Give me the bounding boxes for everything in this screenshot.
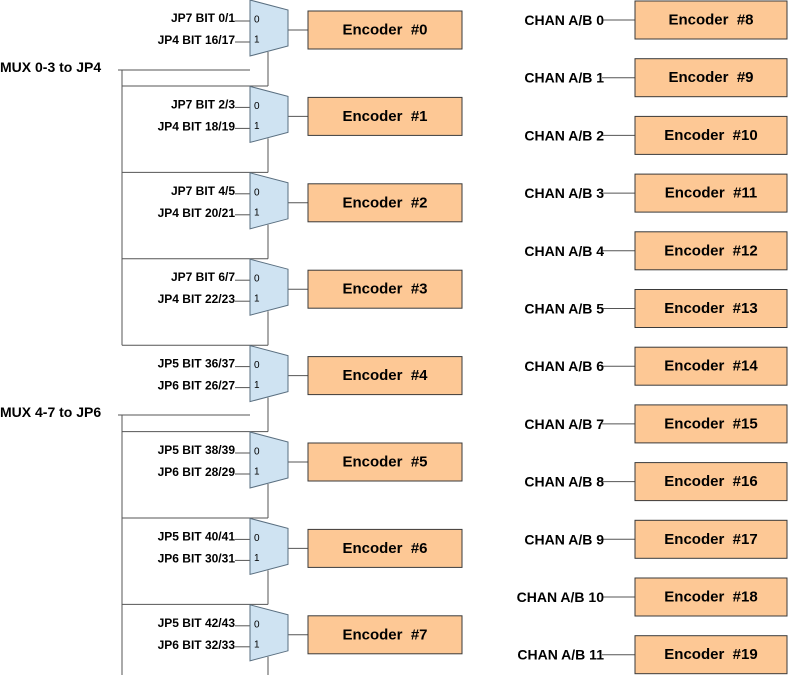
encoder-box <box>634 577 788 617</box>
channel-label: CHAN A/B 4 <box>524 243 604 259</box>
mux-input-label-1: JP6 BIT 26/27 <box>158 379 236 393</box>
encoder-box <box>307 96 463 136</box>
encoder-box <box>634 58 788 98</box>
mux-symbol <box>249 85 289 144</box>
mux-symbol <box>249 604 289 662</box>
mux-symbol <box>249 517 289 576</box>
encoder-box <box>634 231 788 271</box>
mux-pin-1: 1 <box>254 207 260 218</box>
mux-symbol <box>249 258 289 316</box>
encoder-box <box>634 115 788 155</box>
connector-lines <box>118 19 635 675</box>
encoder-box <box>634 519 788 559</box>
mux-group-label: MUX 0-3 to JP4 <box>0 59 101 75</box>
encoder-label: Encoder #2 <box>342 194 427 211</box>
encoder-box <box>307 528 463 568</box>
channel-label: CHAN A/B 3 <box>524 185 604 201</box>
mux-input-label-1: JP4 BIT 16/17 <box>158 33 236 47</box>
encoder-box <box>634 173 788 213</box>
encoder-label: Encoder #3 <box>342 281 427 298</box>
channel-label: CHAN A/B 9 <box>524 531 604 547</box>
mux-symbol <box>249 172 289 230</box>
encoder-label: Encoder #6 <box>342 540 427 557</box>
channel-label: CHAN A/B 11 <box>517 647 604 663</box>
encoder-label: Encoder #1 <box>342 108 427 125</box>
channel-label: CHAN A/B 5 <box>524 301 604 317</box>
encoder-label: Encoder #10 <box>664 127 757 144</box>
encoder-label: Encoder #8 <box>668 12 753 29</box>
channel-label: CHAN A/B 6 <box>524 358 604 374</box>
mux-symbol <box>249 431 289 489</box>
mux-symbol <box>249 344 289 403</box>
mux-pin-1: 1 <box>254 294 260 305</box>
encoder-box <box>307 356 463 396</box>
mux-pin-0: 0 <box>254 533 260 544</box>
encoder-box <box>634 289 788 328</box>
encoder-box <box>307 183 463 223</box>
channel-label: CHAN A/B 8 <box>524 474 604 490</box>
mux-pin-1: 1 <box>254 639 260 650</box>
mux-input-label-0: JP5 BIT 38/39 <box>158 443 236 457</box>
mux-input-label-0: JP7 BIT 2/3 <box>171 97 235 111</box>
encoder-box <box>307 442 463 482</box>
mux-input-label-0: JP5 BIT 40/41 <box>158 529 236 543</box>
mux-input-label-1: JP6 BIT 30/31 <box>158 551 236 565</box>
mux-group-label: MUX 4-7 to JP6 <box>0 404 101 420</box>
channel-label: CHAN A/B 1 <box>524 70 604 86</box>
encoder-label: Encoder #0 <box>342 22 427 39</box>
diagram-shapes <box>249 0 788 675</box>
mux-pin-0: 0 <box>254 187 260 198</box>
encoder-label: Encoder #4 <box>342 367 428 384</box>
mux-input-label-0: JP5 BIT 36/37 <box>158 357 236 371</box>
mux-pin-0: 0 <box>254 447 260 458</box>
mux-input-label-1: JP6 BIT 32/33 <box>158 638 236 652</box>
encoder-label: Encoder #15 <box>664 415 757 432</box>
mux-pin-0: 0 <box>254 360 260 371</box>
encoder-label: Encoder #14 <box>664 358 758 375</box>
mux-input-label-1: JP6 BIT 28/29 <box>158 465 236 479</box>
mux-pin-1: 1 <box>254 553 260 564</box>
channel-label: CHAN A/B 7 <box>524 416 604 432</box>
channel-label: CHAN A/B 10 <box>517 589 605 605</box>
encoder-box <box>634 404 788 444</box>
mux-input-label-0: JP5 BIT 42/43 <box>158 616 236 630</box>
mux-pin-0: 0 <box>254 101 260 112</box>
encoder-label: Encoder #12 <box>664 242 757 259</box>
encoder-label: Encoder #5 <box>342 454 427 471</box>
mux-pin-1: 1 <box>254 35 260 46</box>
mux-symbol <box>249 0 289 57</box>
mux-pin-1: 1 <box>254 380 260 391</box>
encoder-label: Encoder #11 <box>665 185 758 202</box>
encoder-label: Encoder #18 <box>664 589 757 606</box>
encoder-label: Encoder #16 <box>664 473 757 490</box>
encoder-box <box>634 0 788 40</box>
encoder-box <box>307 615 463 655</box>
mux-pin-0: 0 <box>254 15 260 26</box>
channel-label: CHAN A/B 2 <box>524 127 604 143</box>
encoder-box <box>634 635 788 675</box>
mux-input-label-1: JP4 BIT 20/21 <box>158 206 236 220</box>
encoder-label: Encoder #17 <box>664 531 757 548</box>
channel-label: CHAN A/B 0 <box>524 12 604 28</box>
mux-input-label-1: JP4 BIT 22/23 <box>158 292 236 306</box>
mux-input-label-0: JP7 BIT 6/7 <box>171 270 235 284</box>
encoder-box <box>307 269 463 309</box>
encoder-box <box>634 346 788 386</box>
encoder-label: Encoder #13 <box>664 300 757 317</box>
mux-pin-1: 1 <box>254 121 260 132</box>
encoder-label: Encoder #9 <box>668 69 753 86</box>
mux-input-label-0: JP7 BIT 4/5 <box>171 184 235 198</box>
encoder-box <box>634 462 788 502</box>
mux-pin-0: 0 <box>254 619 260 630</box>
encoder-label: Encoder #7 <box>342 626 427 643</box>
encoder-label: Encoder #19 <box>664 646 757 663</box>
mux-input-label-0: JP7 BIT 0/1 <box>171 11 235 25</box>
mux-pin-0: 0 <box>254 274 260 285</box>
encoder-box <box>307 10 463 50</box>
mux-pin-1: 1 <box>254 467 260 478</box>
mux-input-label-1: JP4 BIT 18/19 <box>158 119 236 133</box>
